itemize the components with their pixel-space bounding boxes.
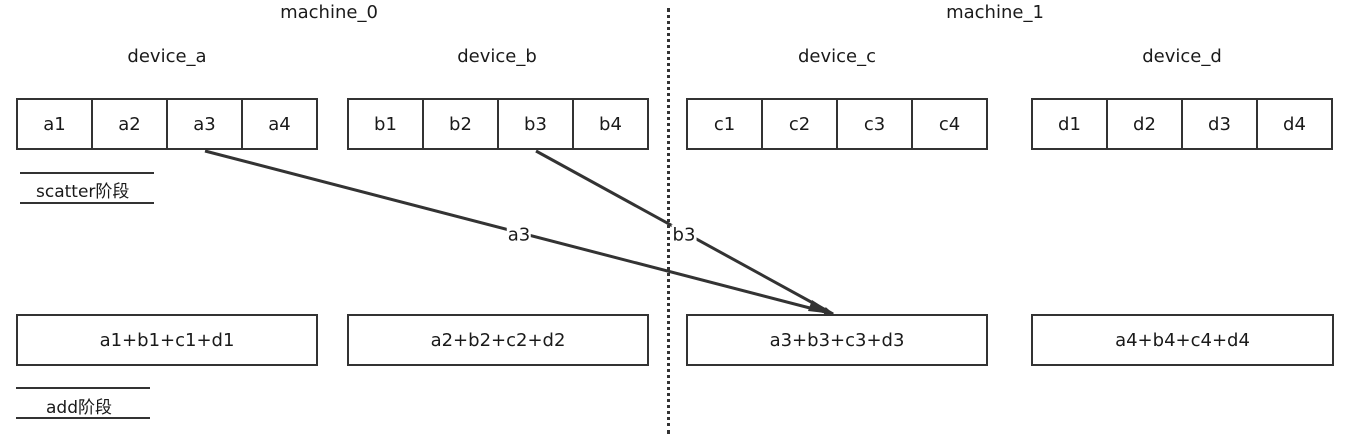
- device-d-label: device_d: [1142, 46, 1222, 67]
- cell-b4: b4: [572, 98, 649, 150]
- cell-c2: c2: [761, 98, 838, 150]
- cell-d3: d3: [1181, 98, 1258, 150]
- device-c-sum: a3+b3+c3+d3: [686, 314, 988, 366]
- arrow-a3-label: a3: [506, 224, 532, 246]
- device-a-label: device_a: [127, 46, 207, 67]
- device-d-sum: a4+b4+c4+d4: [1031, 314, 1334, 366]
- add-stage-top-line: [16, 387, 150, 389]
- cell-a4: a4: [241, 98, 318, 150]
- cell-c3: c3: [836, 98, 913, 150]
- add-stage-label: add阶段: [46, 398, 112, 418]
- scatter-stage-bottom-line: [20, 202, 154, 204]
- device-c-cells: c1 c2 c3 c4: [686, 98, 988, 150]
- cell-b2: b2: [422, 98, 499, 150]
- device-a-sum: a1+b1+c1+d1: [16, 314, 318, 366]
- device-b-sum: a2+b2+c2+d2: [347, 314, 649, 366]
- arrow-b3-label: b3: [671, 224, 697, 246]
- machine-divider: [667, 8, 670, 434]
- cell-d1: d1: [1031, 98, 1108, 150]
- cell-c1: c1: [686, 98, 763, 150]
- device-b-cells: b1 b2 b3 b4: [347, 98, 649, 150]
- machine-0-label: machine_0: [280, 2, 378, 23]
- cell-d4: d4: [1256, 98, 1333, 150]
- cell-c4: c4: [911, 98, 988, 150]
- cell-a3: a3: [166, 98, 243, 150]
- cell-a2: a2: [91, 98, 168, 150]
- cell-b3: b3: [497, 98, 574, 150]
- scatter-stage-top-line: [20, 172, 154, 174]
- scatter-stage-label: scatter阶段: [36, 182, 130, 202]
- device-a-cells: a1 a2 a3 a4: [16, 98, 318, 150]
- device-c-label: device_c: [797, 46, 877, 67]
- arrowhead-icon: [808, 300, 834, 314]
- device-b-label: device_b: [457, 46, 537, 67]
- add-stage-bottom-line: [16, 417, 150, 419]
- device-d-cells: d1 d2 d3 d4: [1031, 98, 1333, 150]
- machine-1-label: machine_1: [946, 2, 1044, 23]
